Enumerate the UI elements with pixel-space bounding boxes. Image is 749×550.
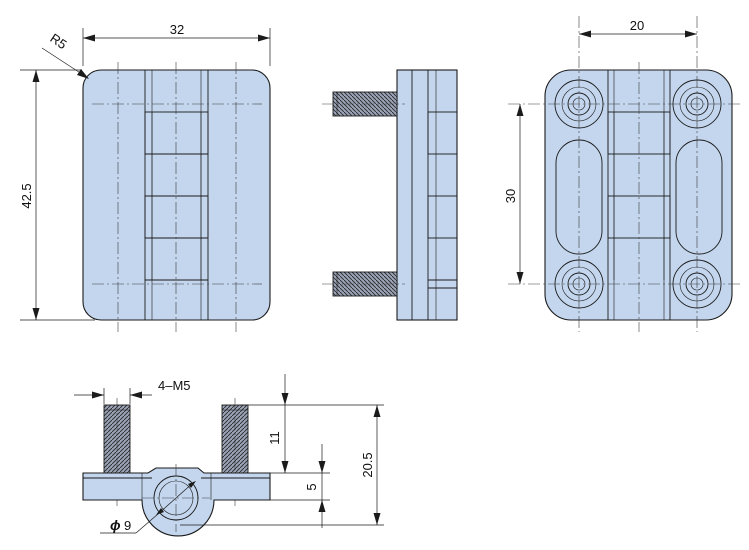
dimension-hole-pitch-horizontal: 20 (579, 18, 697, 38)
dimension-corner-radius: R5 (41, 30, 89, 79)
front-view-plate (82, 69, 271, 321)
rear-view-plate (544, 69, 733, 321)
dimension-thread-length: 11 (267, 374, 289, 473)
thread-spec-label: 4–M5 (158, 378, 191, 393)
dimension-hole-pitch-vertical: 30 (503, 104, 524, 284)
dimension-front-height: 42.5 (19, 69, 95, 321)
rear-view: 20 30 (503, 16, 740, 332)
pin-diameter-symbol: ϕ (110, 517, 121, 533)
front-view: 32 42.5 R5 (19, 22, 271, 332)
dimension-pin-offset: 5 (304, 444, 326, 528)
thread-length-label: 11 (267, 431, 282, 445)
hole-pitch-horizontal-label: 20 (630, 18, 644, 33)
side-view-plate (396, 69, 458, 321)
corner-radius-label: R5 (47, 30, 69, 52)
rear-slot-right (675, 139, 723, 255)
front-width-label: 32 (170, 22, 184, 37)
overall-depth-label: 20.5 (360, 452, 375, 477)
front-height-label: 42.5 (19, 183, 34, 208)
side-view (322, 69, 458, 321)
pin-offset-label: 5 (304, 483, 319, 490)
side-stud-top (322, 91, 405, 117)
knuckle-segments (144, 111, 209, 281)
bottom-view: 4–M5 11 5 20.5 (74, 374, 384, 537)
dimension-front-width: 32 (82, 22, 271, 66)
hole-pitch-vertical-label: 30 (503, 189, 518, 203)
bottom-view-body (82, 467, 271, 537)
pin-diameter-leader-inner (157, 481, 195, 515)
pin-diameter-label: 9 (124, 518, 131, 533)
side-stud-bottom (322, 271, 405, 297)
dimension-overall-depth: 20.5 (360, 405, 381, 525)
side-knuckle-segments (427, 111, 458, 289)
dimension-pin-diameter: ϕ 9 (100, 513, 159, 534)
dimension-thread-spec: 4–M5 (74, 378, 191, 404)
